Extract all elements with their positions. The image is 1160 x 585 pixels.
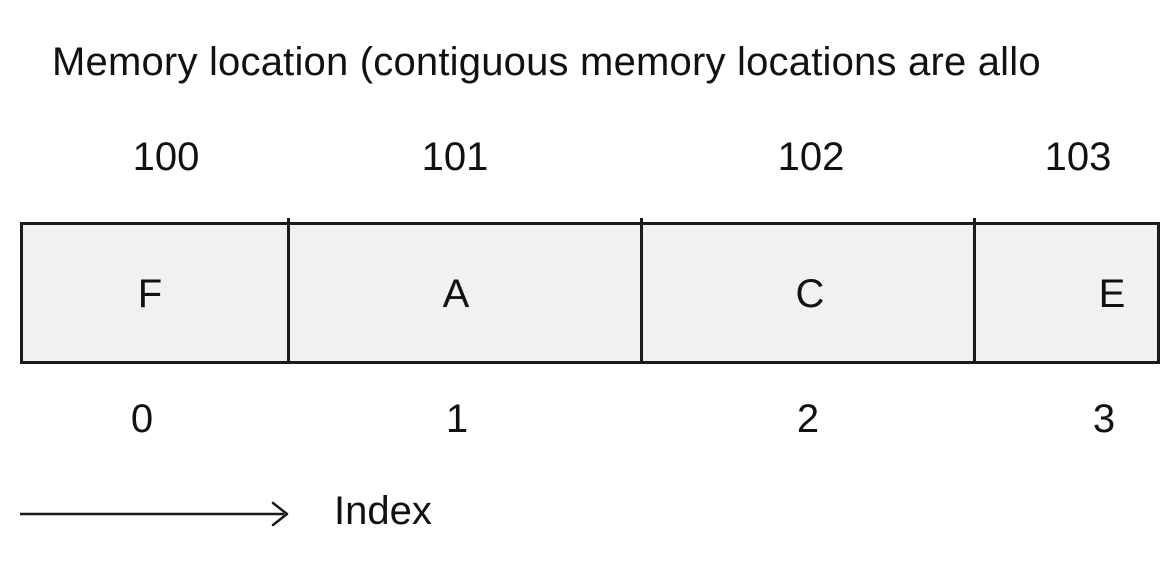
array-index-2: 2 <box>796 397 820 441</box>
array-index-0: 0 <box>130 397 154 441</box>
array-element-c: C <box>795 272 825 316</box>
memory-address-102: 102 <box>777 135 845 179</box>
memory-address-100: 100 <box>132 135 200 179</box>
memory-address-103: 103 <box>1044 135 1112 179</box>
cell-divider <box>640 218 643 364</box>
memory-address-101: 101 <box>421 135 489 179</box>
cell-divider <box>973 218 976 364</box>
array-element-e: E <box>1098 272 1126 316</box>
array-element-a: A <box>442 272 470 316</box>
index-label: Index <box>334 489 432 533</box>
array-block <box>20 222 1160 364</box>
array-index-1: 1 <box>445 397 469 441</box>
array-element-f: F <box>137 272 163 316</box>
cell-divider <box>287 218 290 364</box>
memory-location-title: Memory location (contiguous memory locat… <box>52 40 1041 84</box>
array-index-3: 3 <box>1092 397 1116 441</box>
array-memory-diagram: Memory location (contiguous memory locat… <box>20 40 1160 533</box>
index-arrow-icon <box>20 501 289 527</box>
